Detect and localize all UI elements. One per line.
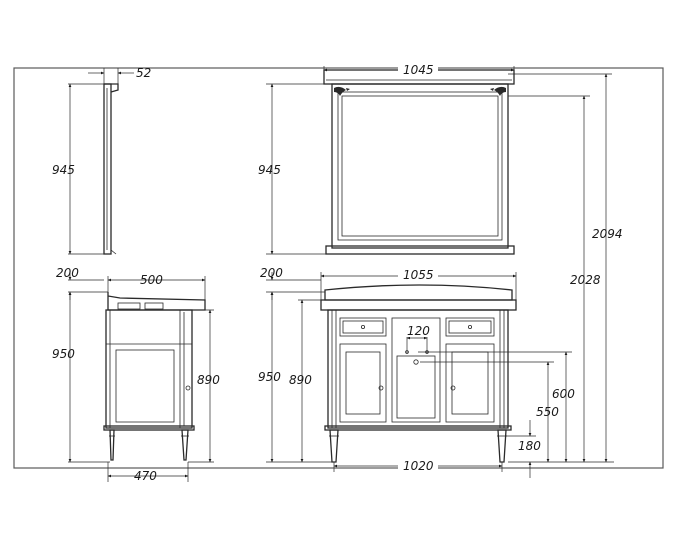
side-body-height-label: 890 bbox=[197, 373, 220, 387]
drawing-frame bbox=[13, 67, 664, 469]
side-gap-label: 200 bbox=[56, 266, 79, 280]
side-base-depth-label: 470 bbox=[134, 469, 157, 483]
front-inlet-height-label: 550 bbox=[536, 405, 559, 419]
front-drain-height-label: 600 bbox=[552, 387, 575, 401]
side-mirror-height-label: 945 bbox=[52, 163, 75, 177]
front-mirror bbox=[323, 69, 515, 255]
side-view: 945 52 200 500 950 890 470 bbox=[52, 66, 220, 483]
left-corner-ornament bbox=[334, 86, 350, 96]
front-cabinet-height-label: 950 bbox=[258, 370, 281, 384]
front-mirror-width-label: 1045 bbox=[403, 63, 434, 77]
side-cabinet-height-label: 950 bbox=[52, 347, 75, 361]
side-mirror-depth-label: 52 bbox=[136, 66, 151, 80]
front-top-width-label: 1055 bbox=[403, 268, 434, 282]
front-base-width-label: 1020 bbox=[403, 459, 434, 473]
front-view: 1045 1055 1020 120 945 200 950 890 bbox=[258, 62, 623, 478]
front-gap-label: 200 bbox=[260, 266, 283, 280]
front-floor-clearance-label: 180 bbox=[518, 439, 541, 453]
front-vanity bbox=[320, 284, 517, 463]
front-mirror-height-label: 945 bbox=[258, 163, 281, 177]
side-mirror bbox=[103, 83, 119, 255]
front-tap-spacing-label: 120 bbox=[407, 324, 430, 338]
side-top-depth-label: 500 bbox=[140, 273, 163, 287]
right-corner-ornament bbox=[490, 86, 506, 96]
front-mirror-top-height-label: 2028 bbox=[570, 273, 601, 287]
front-total-height-label: 2094 bbox=[592, 227, 623, 241]
side-vanity bbox=[103, 292, 206, 461]
front-body-height-label: 890 bbox=[289, 373, 312, 387]
